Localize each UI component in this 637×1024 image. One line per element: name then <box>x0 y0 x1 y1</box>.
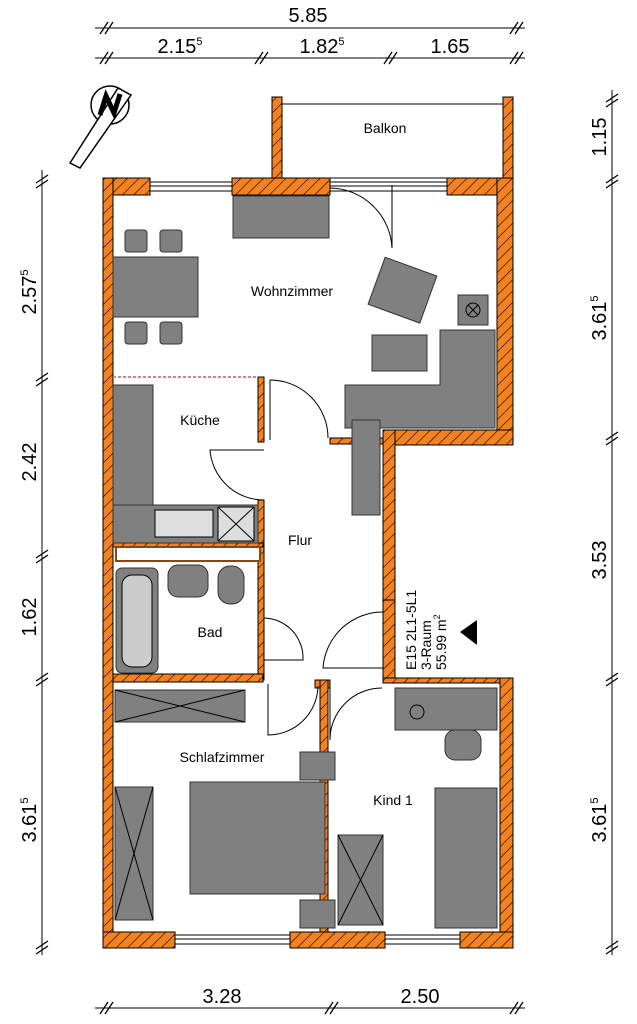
armchair <box>367 256 438 324</box>
dim-left-2: 2.42 <box>19 443 41 482</box>
kid-bed <box>434 787 498 929</box>
dim-right-2: 3.615 <box>589 295 611 340</box>
dim-right-4: 3.615 <box>589 797 611 842</box>
dim-right-3: 3.53 <box>589 541 611 580</box>
dim-top-total: 5.85 <box>289 5 328 27</box>
north-arrow-icon <box>68 85 133 169</box>
room-label-kueche: Küche <box>180 412 220 428</box>
sink <box>154 509 214 538</box>
info-rooms: 3-Raum <box>418 620 434 670</box>
dim-left-3: 1.62 <box>19 598 41 637</box>
toilet <box>217 565 245 605</box>
room-label-wohnzimmer: Wohnzimmer <box>251 283 334 299</box>
wardrobe-flur <box>351 419 381 516</box>
room-label-schlafzimmer: Schlafzimmer <box>180 749 265 765</box>
entrance-arrow-icon <box>460 620 477 645</box>
balcony-wall-left <box>271 96 283 179</box>
bed <box>189 781 326 895</box>
dimension-lines <box>35 21 619 1015</box>
room-label-balkon: Balkon <box>364 120 407 136</box>
dim-right-1: 1.15 <box>589 118 611 157</box>
outer-walls <box>102 177 514 949</box>
room-label-flur: Flur <box>288 532 312 548</box>
windows <box>149 181 461 945</box>
dim-bottom-2: 2.50 <box>401 986 440 1008</box>
dim-top-3: 1.65 <box>431 36 470 58</box>
doors <box>209 185 393 741</box>
sideboard <box>232 195 330 239</box>
dim-top-2: 1.825 <box>299 36 344 58</box>
furniture <box>112 195 498 929</box>
nightstand-bottom <box>299 899 336 929</box>
room-label-kind: Kind 1 <box>373 792 413 808</box>
desk <box>394 687 498 731</box>
info-area: 55.99 m2 <box>432 614 449 670</box>
sofa <box>344 329 496 429</box>
nightstand-top <box>299 751 336 781</box>
coffee-table <box>371 334 428 372</box>
dim-left-1: 2.575 <box>19 269 41 314</box>
dining-table <box>112 256 199 318</box>
balcony-floor <box>281 103 504 179</box>
chair <box>444 729 482 761</box>
dim-bottom-1: 3.28 <box>203 986 242 1008</box>
apartment-floor <box>113 195 500 932</box>
room-label-bad: Bad <box>198 624 223 640</box>
dim-top-1: 2.155 <box>157 36 202 58</box>
washbasin <box>167 564 209 598</box>
apartment-info: E15 2L1-5L1 3-Raum 55.99 m2 <box>403 590 449 670</box>
balcony-wall-right <box>502 96 514 179</box>
info-type: E15 2L1-5L1 <box>403 590 419 670</box>
dim-left-4: 3.615 <box>19 797 41 842</box>
kitchen-counter-left <box>112 384 154 508</box>
